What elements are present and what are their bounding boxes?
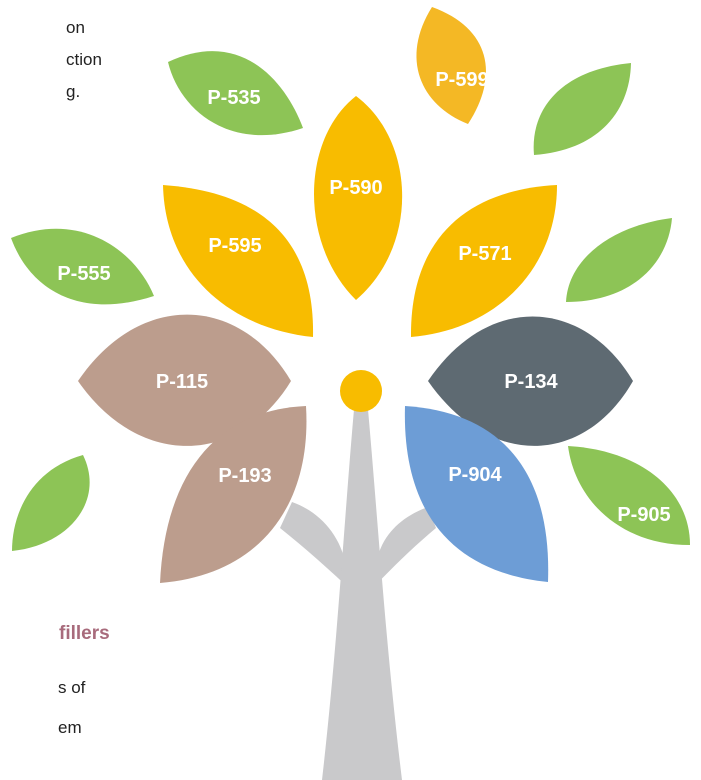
- leaf-label-p904: P-904: [448, 464, 502, 486]
- text-fragment-5: em: [58, 718, 82, 737]
- text-fragment-3: g.: [66, 82, 81, 101]
- text-fragment-2: ction: [66, 50, 102, 69]
- leaf-p115: P-115: [78, 314, 291, 446]
- leaf-p555: P-555: [11, 228, 154, 305]
- leaf-label-p590: P-590: [329, 177, 382, 199]
- leaf-p595: P-595: [163, 185, 314, 337]
- leaf-p571: P-571: [410, 185, 557, 337]
- section-heading: fillers: [59, 623, 110, 644]
- leaf-p905: P-905: [568, 446, 690, 545]
- leaf-label-p134: P-134: [504, 371, 558, 393]
- tree-trunk: [280, 398, 436, 780]
- tree-top-dot: [340, 370, 382, 412]
- leaf-p134: P-134: [428, 316, 633, 446]
- leaf-p599: P-599: [416, 7, 489, 124]
- leaf-label-p905: P-905: [617, 504, 670, 526]
- leaf-label-p535: P-535: [207, 87, 260, 109]
- leaf-label-p115: P-115: [156, 371, 208, 393]
- leaf-label-p193: P-193: [218, 465, 271, 487]
- leaf-p535: P-535: [168, 51, 303, 136]
- text-fragment-4: s of: [58, 678, 86, 697]
- leaf-green-bottom-left: [12, 455, 90, 551]
- leaf-label-p595: P-595: [208, 235, 261, 257]
- leaf-green-top-right: [533, 63, 631, 155]
- leaf-label-p555: P-555: [57, 263, 110, 285]
- leaf-green-right-mid: [566, 218, 672, 302]
- leaf-p590: P-590: [314, 96, 403, 300]
- text-fragment-1: on: [66, 18, 85, 37]
- leaf-p904: P-904: [404, 406, 549, 582]
- leaf-p193: P-193: [160, 406, 307, 583]
- leaf-label-p599: P-599: [435, 69, 488, 91]
- leaf-label-p571: P-571: [458, 243, 511, 265]
